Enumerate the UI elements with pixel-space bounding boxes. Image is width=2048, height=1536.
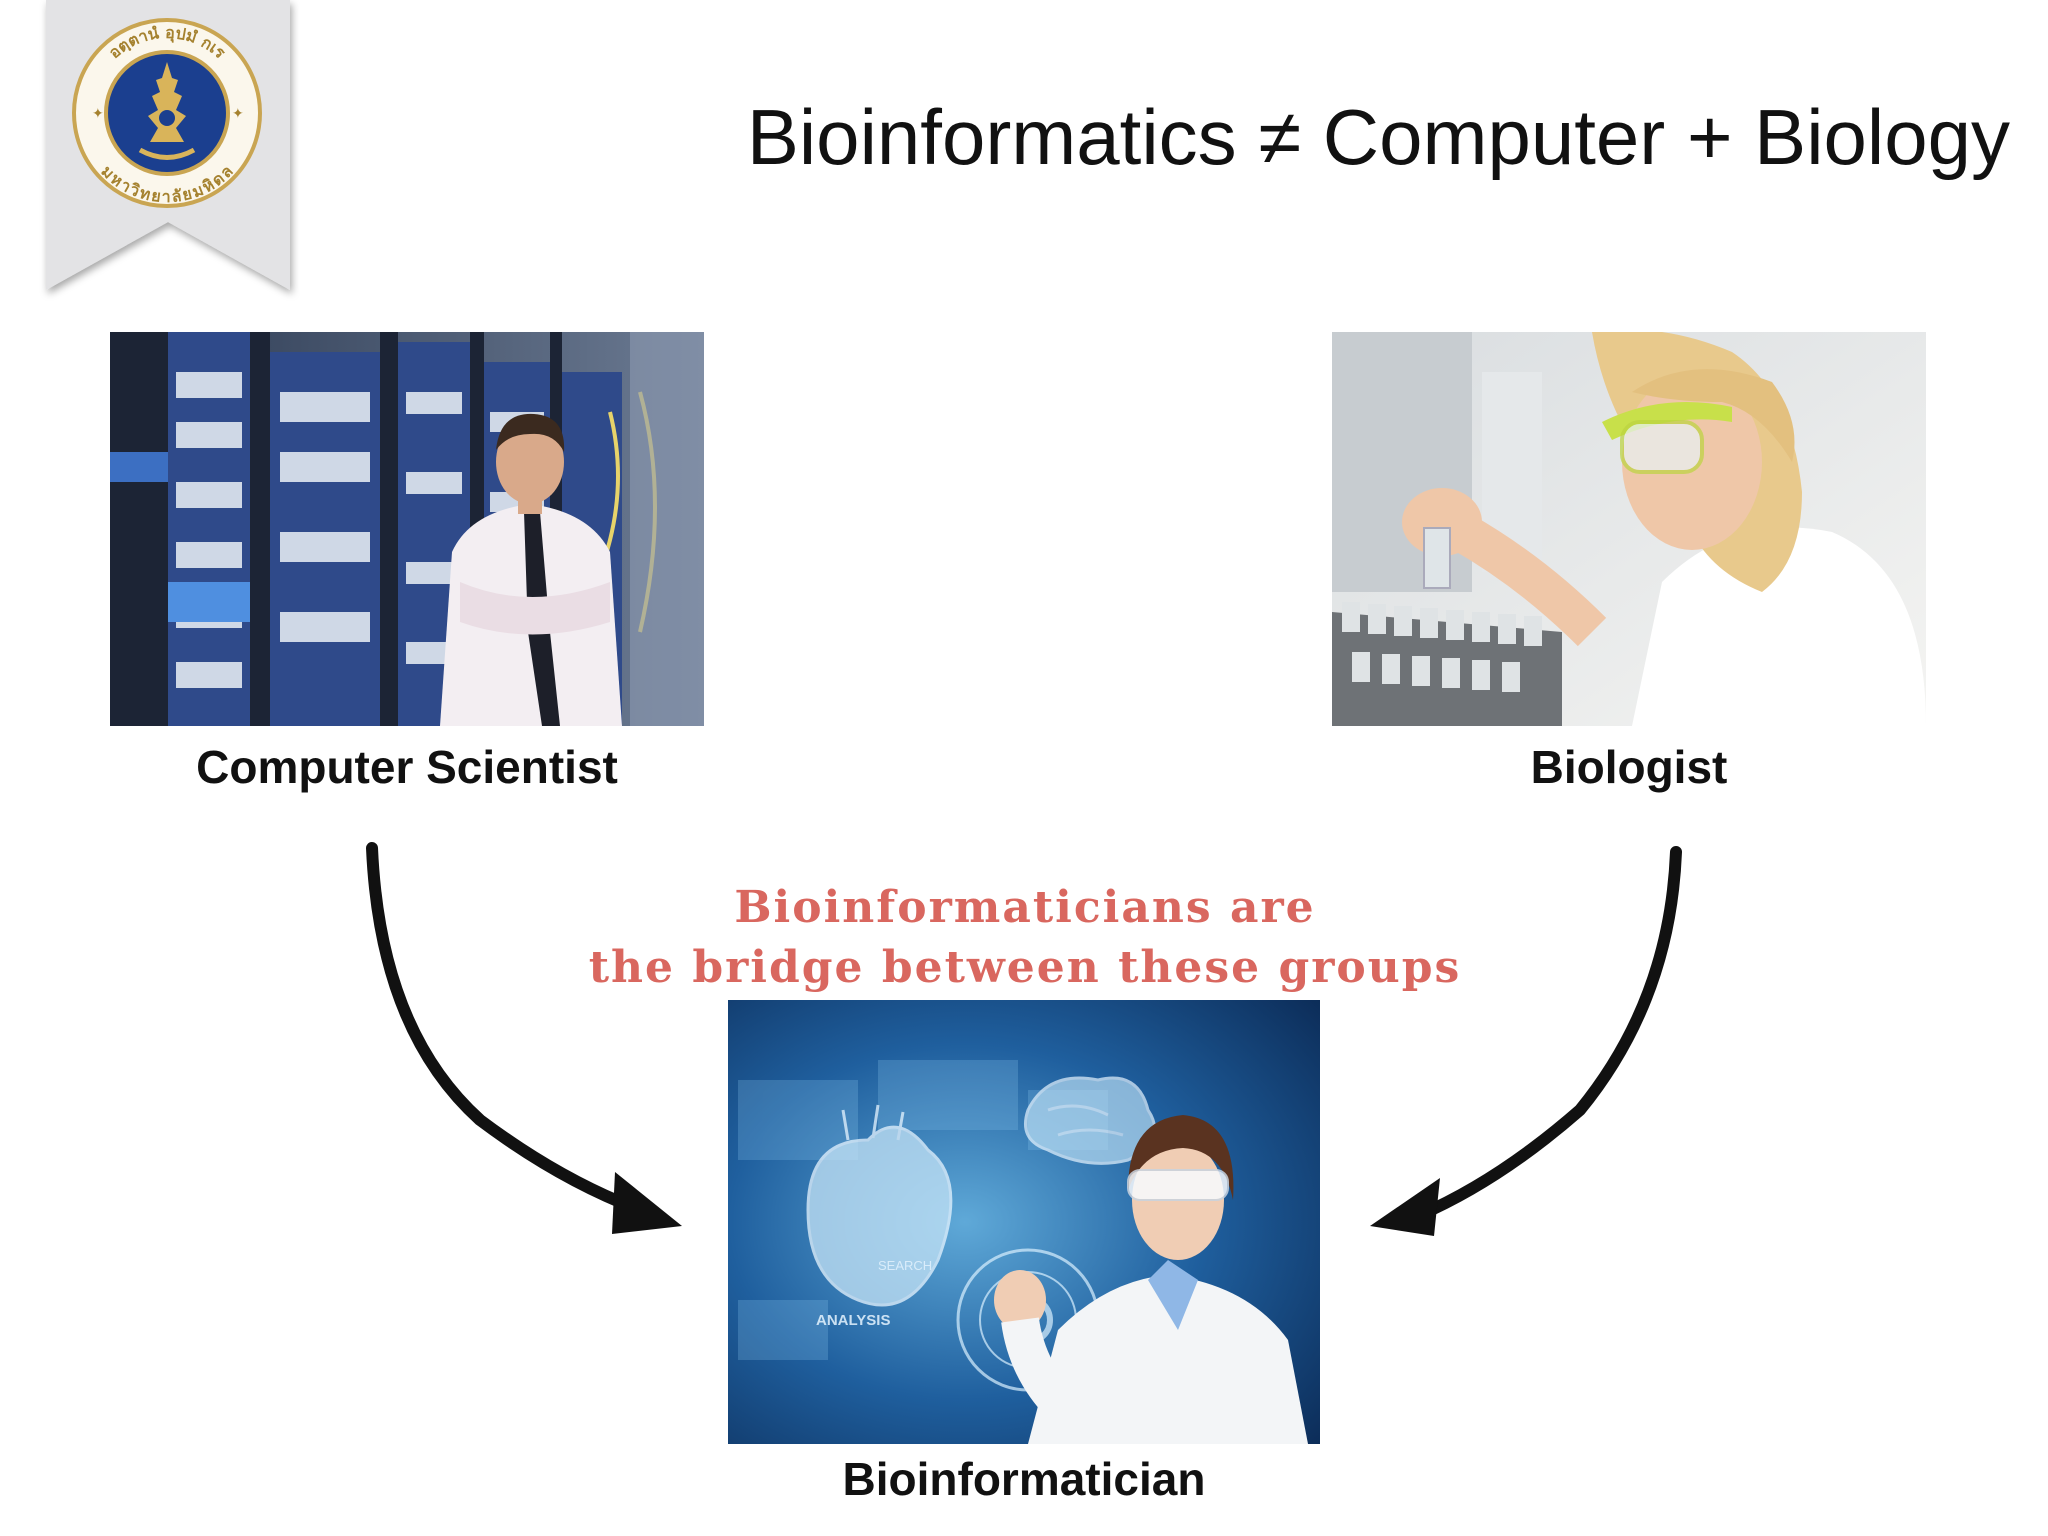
logo-ribbon: อตฺตานํ อุปมํ กเร มหาวิทยาลัยมหิดล ✦ ✦ (0, 0, 300, 310)
svg-text:✦: ✦ (232, 105, 244, 121)
slide-title: Bioinformatics ≠ Computer + Biology (746, 93, 2010, 181)
bioinformatician-photo: SEARCH ANALYSIS (728, 1000, 1320, 1444)
computer-scientist-photo (110, 332, 704, 726)
bridge-text-line-2: the bridge between these groups (588, 942, 1462, 993)
bridge-text-line-1: Bioinformaticians are (734, 882, 1316, 933)
biologist-photo (1332, 332, 1926, 726)
university-seal-icon: อตฺตานํ อุปมํ กเร มหาวิทยาลัยมหิดล ✦ ✦ (72, 18, 262, 208)
computer-scientist-label: Computer Scientist (196, 741, 618, 793)
holo-analysis-text: ANALYSIS (816, 1312, 890, 1329)
bridge-statement: Bioinformaticians are the bridge between… (560, 878, 1490, 998)
svg-text:✦: ✦ (92, 105, 104, 121)
biologist-label: Biologist (1530, 741, 1728, 793)
holo-search-text: SEARCH (878, 1258, 932, 1273)
bioinformatician-label: Bioinformatician (842, 1453, 1206, 1505)
